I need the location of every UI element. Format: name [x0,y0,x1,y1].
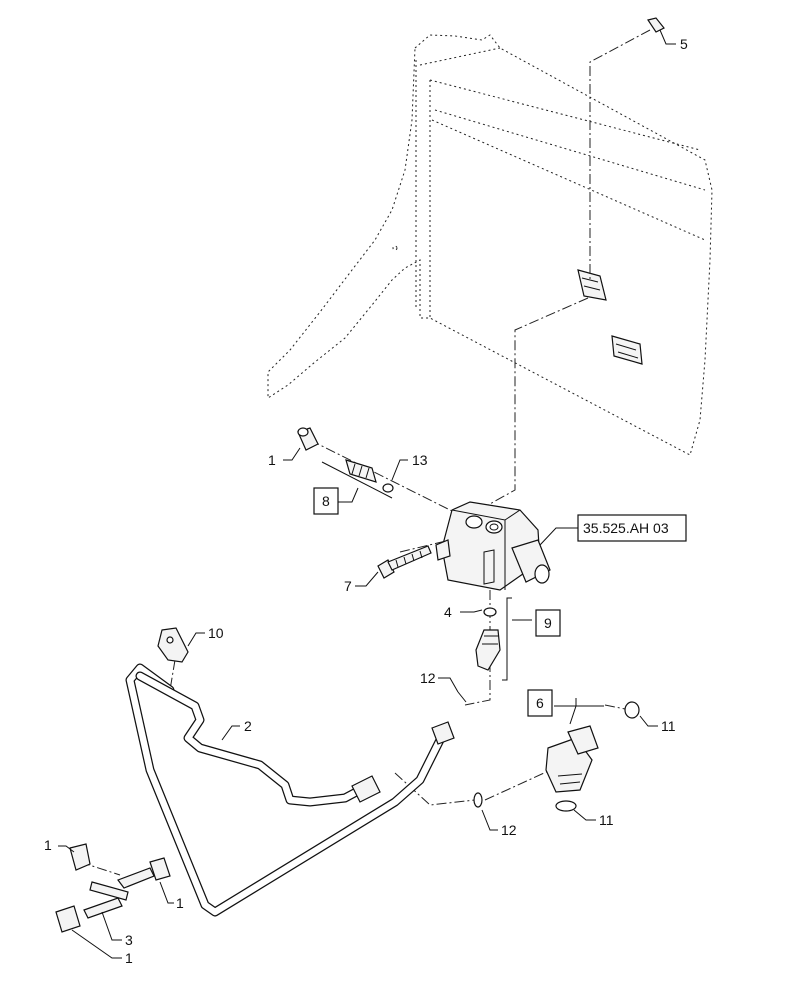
panel-bracket-lower [611,335,643,365]
seal-part-12-upper [457,691,467,703]
o-ring-part-11-bottom [555,800,577,812]
tee-fitting-part-6 [545,725,599,793]
callout-3: 3 [125,932,133,948]
cap-part-1-top [297,427,319,451]
callout-5: 5 [680,36,688,52]
fitting-part-8 [345,459,377,483]
callout-2: 2 [244,718,252,734]
o-ring-part-11-right [624,701,640,719]
callout-1-left: 1 [44,837,52,853]
callout-13: 13 [412,452,428,468]
tee-part-3 [83,867,155,919]
callout-6: 6 [536,695,544,711]
clamp-part-10 [157,627,189,663]
callout-1-bottom: 1 [125,950,133,966]
callout-8: 8 [322,493,330,509]
seal-part-12-lower [473,792,483,808]
callout-box-6 [527,689,553,717]
callout-11-right: 11 [661,718,676,734]
callout-9: 9 [544,615,552,631]
callout-12-upper: 12 [420,670,436,686]
callout-12-lower: 12 [501,822,517,838]
callout-10: 10 [208,625,224,641]
bolt-part-7 [377,545,432,579]
callout-4: 4 [444,604,452,620]
reference-box [577,514,687,542]
tube-part-2 [125,663,455,917]
panel-bracket-upper [577,269,607,301]
o-ring-part-13 [382,483,394,493]
callout-box-9 [535,609,561,637]
clip-part-5 [647,17,665,33]
callout-box-8 [313,487,339,515]
reference-label: 35.525.AH 03 [583,520,669,536]
cap-part-1-bottom [55,905,81,933]
callout-7: 7 [344,578,352,594]
cap-part-1-left [69,843,91,871]
callout-11-bottom: 11 [599,812,614,828]
cap-part-1-right [149,857,171,881]
o-ring-part-4 [483,607,497,617]
elbow-part-9 [475,629,501,671]
fender-panel [267,34,713,456]
callout-1-right: 1 [176,895,184,911]
callout-1-top: 1 [268,452,276,468]
valve-block [435,501,551,591]
